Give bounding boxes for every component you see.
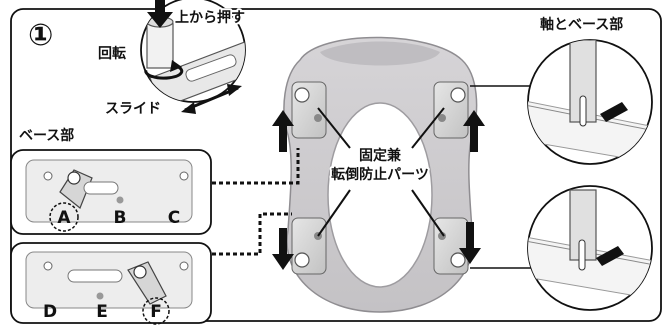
base-letter-b: B: [114, 208, 127, 228]
push-down-arrow-icon: [147, 0, 173, 28]
dotted-connectors: [212, 148, 300, 256]
step-number: ①: [28, 18, 53, 53]
push-rotate-slide-detail: [140, 0, 246, 114]
push-from-top-label: 上から押す: [175, 9, 245, 26]
seat-opening: [327, 102, 433, 288]
base-letter-f: F: [150, 302, 162, 322]
base-part-label: ベース部: [19, 127, 74, 144]
arrow-up-right-icon: [463, 110, 485, 152]
base-letter-c: C: [168, 208, 180, 228]
fixing-part-label-line2: 転倒防止パーツ: [331, 166, 429, 183]
shaft-detail-top: [527, 39, 653, 165]
move-arrows: [272, 110, 485, 270]
leader-lines: [317, 107, 445, 237]
fixing-part-top-right: [433, 81, 469, 139]
slide-label: スライド: [105, 101, 161, 117]
base-panel-bottom: [10, 242, 212, 325]
fixing-part-bottom-right: [433, 217, 469, 275]
seat-back-recess: [320, 41, 440, 66]
fixing-part-bottom-left: [291, 217, 327, 275]
slide-arrow-icon: [181, 84, 242, 114]
arrow-down-right-icon: [459, 222, 481, 264]
rotate-label: 回転: [98, 45, 126, 62]
shaft-and-base-label: 軸とベース部: [540, 16, 623, 33]
seat-illustration: 固定兼 転倒防止パーツ: [272, 36, 485, 313]
fixing-part-top-left: [291, 81, 327, 139]
arrow-down-left-icon: [272, 228, 294, 270]
base-panel-top: [10, 149, 212, 235]
arrow-up-left-icon: [272, 110, 294, 152]
circled-f-marker: [142, 297, 170, 325]
circled-a-marker: [49, 202, 79, 232]
rotate-arrow-icon: [144, 64, 184, 80]
shaft-detail-bottom: [527, 185, 653, 311]
base-letter-e: E: [96, 302, 108, 322]
fixing-part-label-line1: 固定兼: [359, 147, 402, 164]
base-letter-a: A: [57, 208, 71, 228]
base-letter-d: D: [43, 302, 57, 322]
